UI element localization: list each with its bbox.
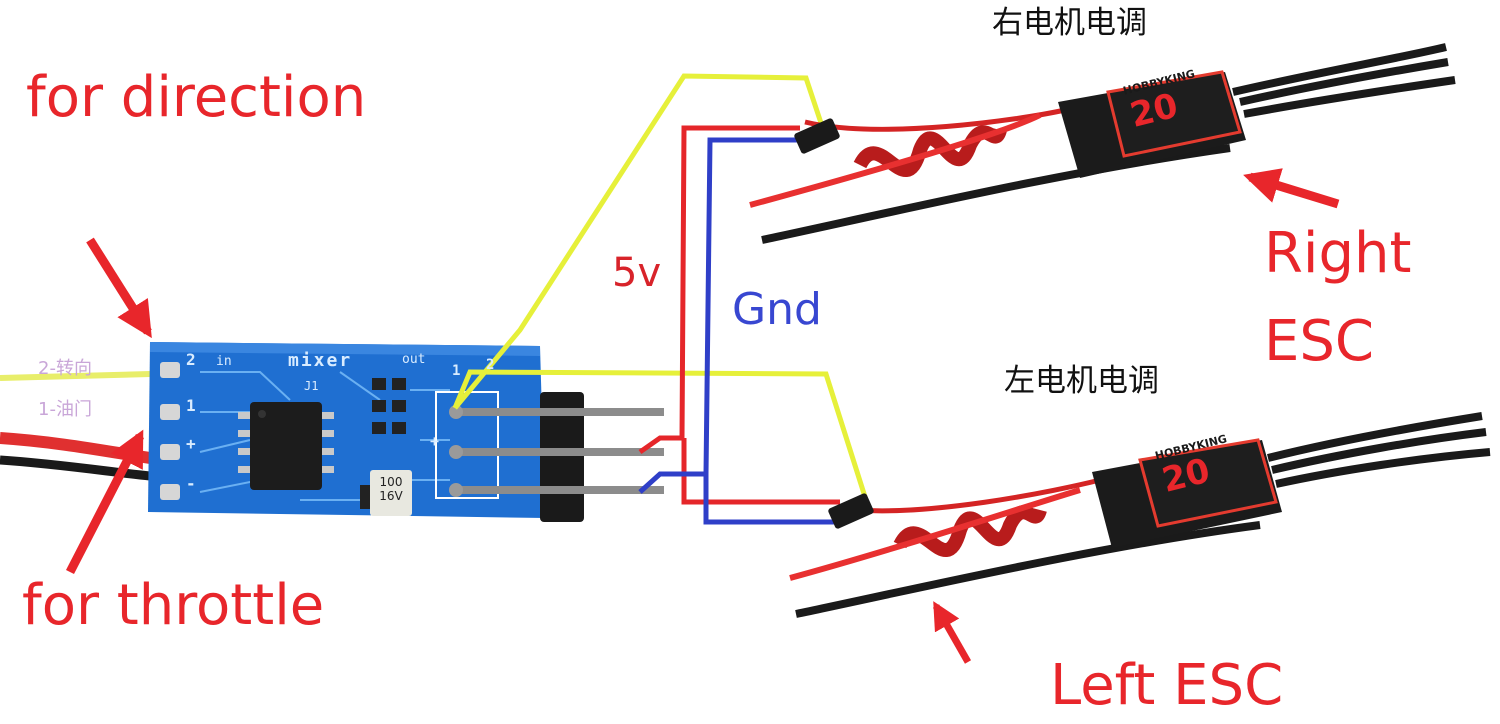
right-esc bbox=[749, 43, 1456, 244]
left-esc-arrow bbox=[932, 601, 972, 664]
board-pin-2: 2 bbox=[186, 350, 196, 369]
smd-components bbox=[360, 378, 406, 509]
board-pin-minus: - bbox=[186, 474, 196, 493]
for-throttle-label: for throttle bbox=[22, 573, 325, 638]
mixer-board bbox=[148, 342, 545, 518]
left-esc bbox=[789, 412, 1491, 618]
board-pin-plus: + bbox=[186, 434, 196, 453]
throttle-pin-label: 1-油门 bbox=[38, 399, 92, 420]
red-wire-5v-left bbox=[681, 438, 840, 505]
throttle-arrow bbox=[65, 429, 145, 575]
ic-chip bbox=[238, 402, 334, 490]
board-out-pin-1: 1 bbox=[452, 363, 461, 379]
board-out-plus: + bbox=[430, 432, 440, 450]
capacitor bbox=[370, 470, 412, 516]
for-direction-label: for direction bbox=[26, 65, 367, 130]
right-esc-label: Right bbox=[1264, 221, 1412, 286]
steering-pin-label: 2-转向 bbox=[38, 358, 92, 379]
blue-wire-gnd-left bbox=[703, 474, 840, 525]
board-pin-1: 1 bbox=[186, 396, 196, 415]
header-pins bbox=[449, 392, 664, 522]
board-out-pin-2: 2 bbox=[486, 357, 495, 373]
capacitor-label: 100 16V bbox=[379, 475, 403, 503]
left-esc-rating: 20 bbox=[1158, 450, 1214, 501]
ground-label: Gnd bbox=[732, 284, 822, 335]
left-esc-chinese-label: 左电机电调 bbox=[1004, 363, 1159, 399]
right-esc-chinese-label: 右电机电调 bbox=[992, 5, 1147, 41]
direction-arrow bbox=[86, 237, 152, 339]
right-esc-arrow bbox=[1243, 168, 1340, 209]
yellow-wire-left bbox=[452, 369, 869, 501]
signal-wires bbox=[452, 73, 869, 525]
left-esc-label: Left ESC bbox=[1050, 653, 1284, 718]
yellow-wire-right bbox=[453, 73, 825, 410]
input-pads bbox=[160, 362, 180, 500]
annotation-arrows bbox=[65, 168, 1340, 664]
board-in-label: in bbox=[216, 354, 232, 369]
board-out-label: out bbox=[402, 352, 426, 367]
five-volt-label: 5v bbox=[612, 250, 662, 296]
board-ic-label: J1 bbox=[304, 379, 319, 393]
right-esc-rating: 20 bbox=[1126, 85, 1182, 136]
right-esc-label-line2: ESC bbox=[1264, 309, 1375, 374]
board-title: mixer bbox=[288, 350, 353, 371]
